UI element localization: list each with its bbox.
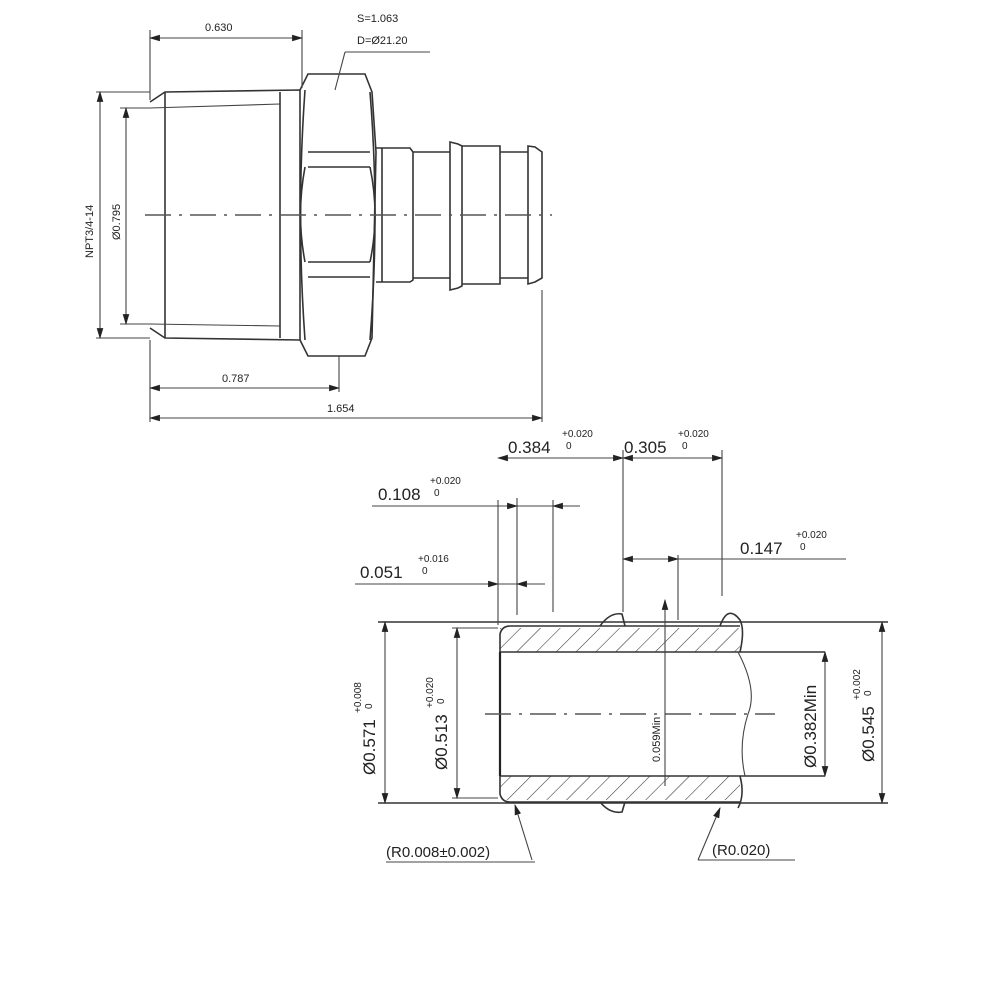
- dim-wall-min: 0.059Min: [651, 717, 663, 762]
- dim-len-d: 0.051: [360, 563, 403, 582]
- dim-len-b: 0.305: [624, 438, 667, 457]
- dim-len-a-tol-plus: +0.020: [562, 429, 593, 440]
- dim-overall: 1.654: [327, 403, 355, 415]
- top-view-fitting: [145, 51, 552, 357]
- radius-callout-a: (R0.008±0.002): [386, 844, 490, 861]
- dim-thread-spec: NPT3/4-14: [84, 205, 96, 258]
- dim-bore-dia: Ø0.795: [111, 204, 123, 240]
- dim-len-e-tol-minus: 0: [800, 542, 806, 553]
- dim-len-c-tol-minus: 0: [434, 488, 440, 499]
- dim-len-c: 0.108: [378, 485, 421, 504]
- dim-od-main: Ø0.571: [360, 719, 379, 775]
- dim-len-e: 0.147: [740, 539, 783, 558]
- dim-thread-length: 0.630: [205, 22, 233, 34]
- dim-od-main-tol-minus: 0: [364, 703, 375, 709]
- dim-od-inner-tol-minus: 0: [436, 698, 447, 704]
- top-view-dimensions: [96, 30, 544, 422]
- dim-od-end-tol-plus: +0.002: [852, 669, 863, 700]
- dim-len-a-tol-minus: 0: [566, 441, 572, 452]
- dim-od-end-tol-minus: 0: [863, 690, 874, 696]
- section-view: [378, 450, 888, 814]
- dim-len-e-tol-plus: +0.020: [796, 530, 827, 541]
- dim-len-b-tol-minus: 0: [682, 441, 688, 452]
- dim-od-inner-tol-plus: +0.020: [425, 677, 436, 708]
- radius-callout-b: (R0.020): [712, 842, 770, 859]
- section-dimensions: [355, 454, 886, 863]
- dim-len-c-tol-plus: +0.020: [430, 476, 461, 487]
- dim-len-a: 0.384: [508, 438, 551, 457]
- dim-od-end: Ø0.545: [859, 706, 878, 762]
- hex-spec-d: D=Ø21.20: [357, 35, 407, 47]
- dim-id-min: Ø0.382Min: [801, 685, 820, 768]
- hex-spec-s: S=1.063: [357, 13, 398, 25]
- dim-hex-end: 0.787: [222, 373, 250, 385]
- dim-len-b-tol-plus: +0.020: [678, 429, 709, 440]
- dim-len-d-tol-plus: +0.016: [418, 554, 449, 565]
- dim-od-main-tol-plus: +0.008: [353, 682, 364, 713]
- dim-len-d-tol-minus: 0: [422, 566, 428, 577]
- dim-od-inner: Ø0.513: [432, 714, 451, 770]
